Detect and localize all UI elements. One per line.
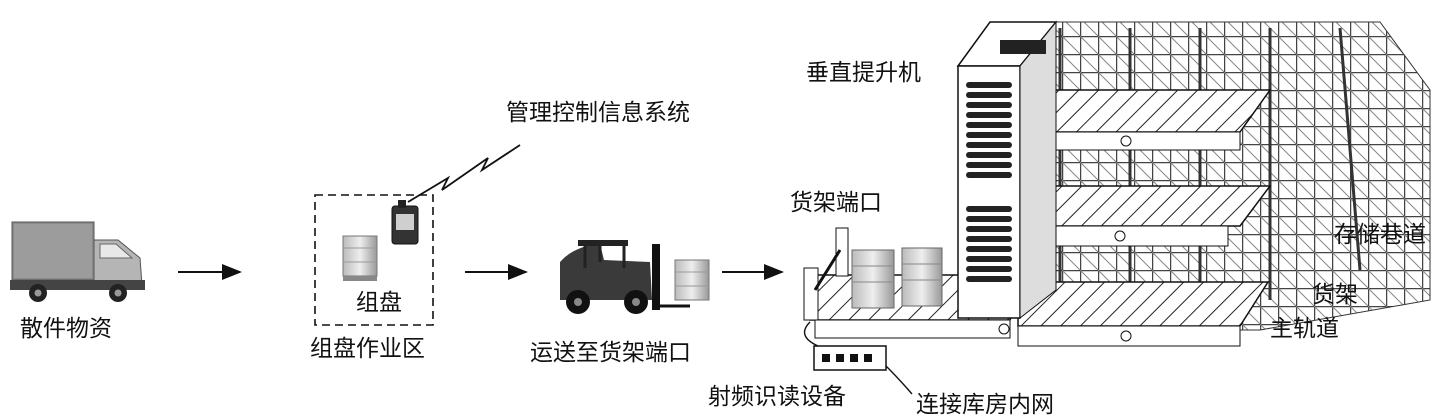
lift-slot (966, 216, 1012, 222)
label-rack: 货架 (1312, 282, 1358, 308)
wireless-signal-icon (407, 144, 521, 203)
lift-slot (966, 172, 1012, 178)
lift-slot (966, 112, 1012, 118)
lift-slot (966, 246, 1012, 252)
lift-slot (966, 226, 1012, 232)
lift-slot (966, 142, 1012, 148)
label-storage-aisle: 存储巷道 (1334, 222, 1426, 248)
label-management-system: 管理控制信息系统 (506, 100, 690, 126)
lift-slots (966, 82, 1012, 282)
lift-slot (966, 82, 1012, 88)
label-rfid-device: 射频识读设备 (708, 384, 846, 410)
port-goods-icon (851, 247, 943, 309)
lift-slot (966, 266, 1012, 272)
lift-slot (966, 102, 1012, 108)
label-connect-network: 连接库房内网 (916, 392, 1054, 418)
pallet-goods-icon (342, 235, 378, 281)
label-palletizing-zone: 组盘作业区 (310, 336, 425, 362)
lift-slot (966, 236, 1012, 242)
lift-slot (966, 162, 1012, 168)
lift-slot (966, 92, 1012, 98)
label-vertical-lift: 垂直提升机 (806, 60, 921, 86)
lift-slot (966, 152, 1012, 158)
label-transport-to-port: 运送至货架端口 (530, 340, 691, 366)
rfid-reader-icon (803, 321, 913, 395)
lift-slot (966, 132, 1012, 138)
palletizing-zone-box (314, 194, 434, 326)
lift-slot (966, 256, 1012, 262)
label-rack-port: 货架端口 (790, 190, 882, 216)
label-main-rail: 主轨道 (1270, 316, 1339, 342)
vertical-lift-tower (956, 20, 1058, 320)
label-bulk-goods: 散件物资 (20, 316, 112, 342)
lift-slot (966, 206, 1012, 212)
rfid-handheld-icon (391, 200, 419, 245)
lift-slot (966, 276, 1012, 282)
label-palletizing: 组盘 (356, 290, 402, 316)
truck-icon (10, 221, 145, 302)
lift-slot (966, 122, 1012, 128)
forklift-pallet-icon (674, 259, 710, 301)
forklift-icon (560, 240, 690, 314)
